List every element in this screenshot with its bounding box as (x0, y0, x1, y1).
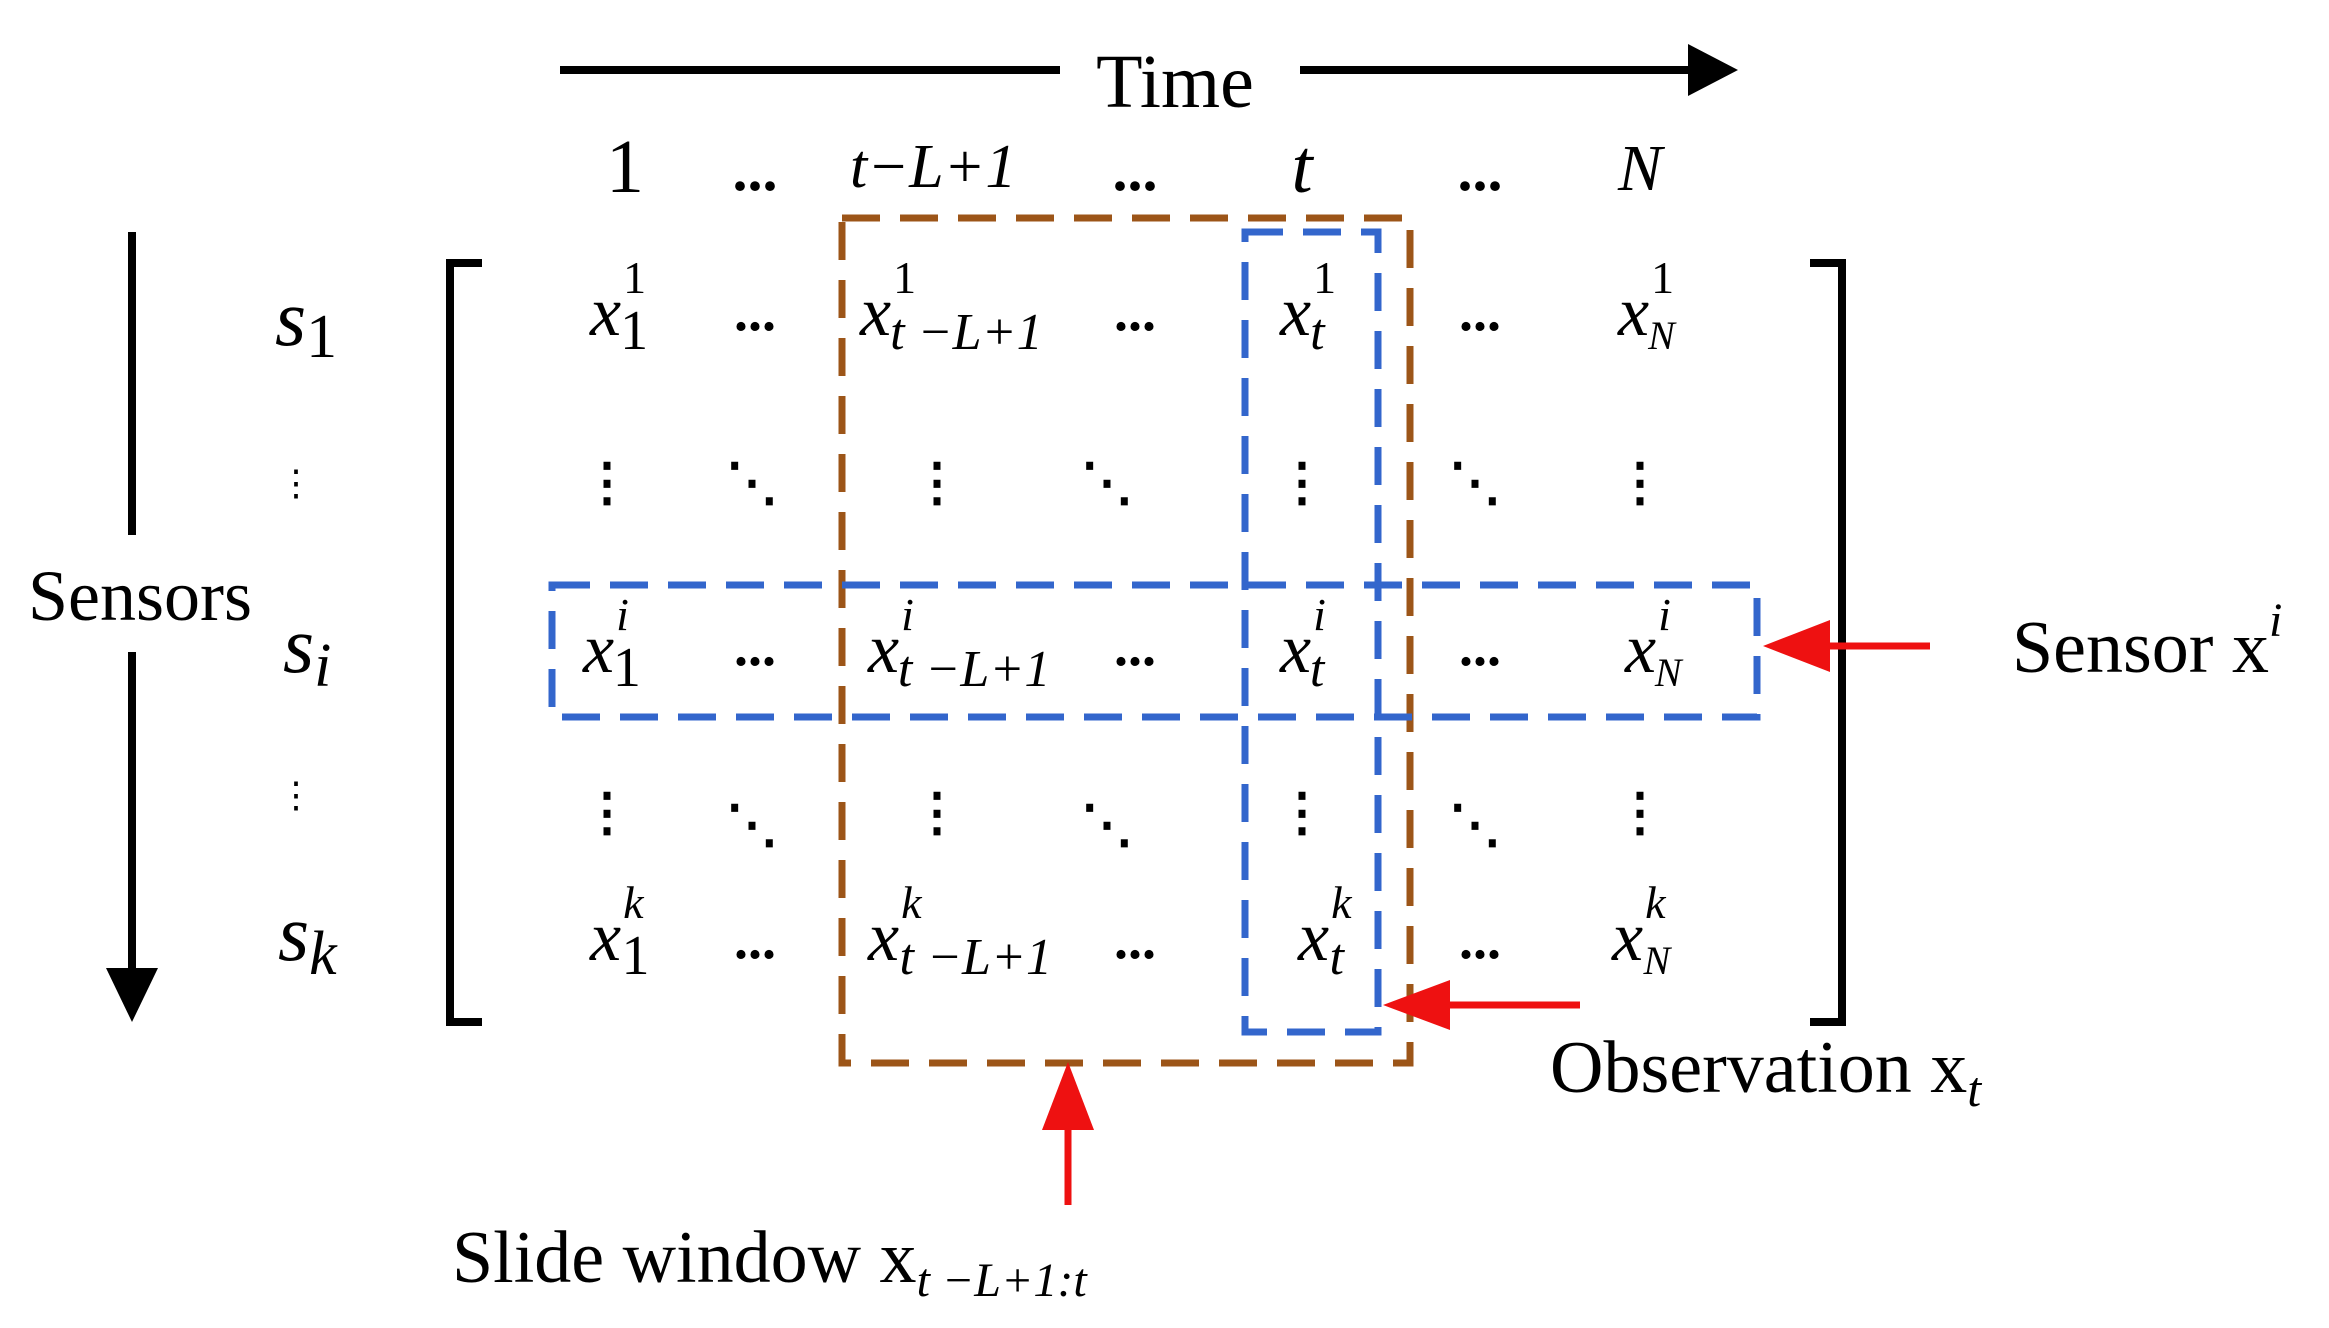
column-header-dots-3: ... (1458, 137, 1503, 203)
sensors-axis: Sensors (28, 232, 252, 1022)
cell-dots-3-2: ... (734, 616, 776, 678)
matrix-row-4: ⋮ ⋱ ⋮ ⋱ ⋮ ⋱ ⋮ (581, 785, 1666, 854)
ddots-4-6: ⋱ (1449, 797, 1501, 854)
row-label-vdots-2: ⋮ (278, 775, 314, 815)
slide-window-annotation: Slide window xt −L+1:t (452, 1217, 1088, 1307)
column-headers: 1 ... t−L+1 ... t ... N (606, 125, 1666, 209)
matrix-row-2: ⋮ ⋱ ⋮ ⋱ ⋮ ⋱ ⋮ (581, 455, 1666, 512)
column-header-window-start-t: t (850, 133, 869, 201)
ddots-4-4: ⋱ (1081, 797, 1133, 854)
cell-dots-1-4: ... (1114, 281, 1156, 343)
sensor-pointer-arrow (1763, 620, 1930, 672)
row-label-s1: s1 (275, 275, 337, 371)
matrix-left-bracket (446, 259, 482, 1026)
cell-dots-3-4: ... (1114, 616, 1156, 678)
cell-dots-3-6: ... (1459, 616, 1501, 678)
vdots-2-1: ⋮ (581, 455, 633, 512)
column-header-window-start-rest: −L+1 (867, 133, 1016, 201)
vdots-2-3: ⋮ (911, 455, 963, 512)
cell-dots-1-2: ... (734, 281, 776, 343)
vdots-4-5: ⋮ (1276, 785, 1328, 842)
vdots-4-1: ⋮ (581, 785, 633, 842)
time-axis-arrowhead (1688, 44, 1738, 96)
ddots-2-4: ⋱ (1081, 455, 1133, 512)
vdots-2-7: ⋮ (1614, 455, 1666, 512)
column-header-t: t (1291, 125, 1314, 209)
row-label-si: si (283, 602, 331, 700)
cell-dots-5-6: ... (1459, 909, 1501, 971)
cell-dots-5-2: ... (734, 909, 776, 971)
cell-dots-1-6: ... (1459, 281, 1501, 343)
sensors-axis-label: Sensors (28, 556, 252, 636)
ddots-4-2: ⋱ (726, 797, 778, 854)
row-labels: s1 ⋮ si ⋮ sk (275, 275, 338, 988)
observation-annotation: Observation xt (1550, 1027, 1982, 1117)
column-header-dots-2: ... (1113, 137, 1158, 203)
cell-dots-5-4: ... (1114, 909, 1156, 971)
row-label-vdots-1: ⋮ (278, 463, 314, 503)
slide-window-pointer-arrow (1042, 1062, 1094, 1205)
slide-window-box (838, 214, 1414, 1067)
column-header-dots-1: ... (733, 137, 778, 203)
vdots-2-5: ⋮ (1276, 455, 1328, 512)
vdots-4-7: ⋮ (1614, 785, 1666, 842)
time-axis: Time (560, 40, 1738, 124)
column-header-window-start: t−L+1 (850, 133, 1016, 201)
time-axis-label: Time (1096, 40, 1254, 124)
sensor-annotation: Sensor xi (2012, 594, 2282, 689)
column-header-n: N (1617, 132, 1666, 205)
observation-pointer-arrow (1383, 980, 1580, 1030)
column-header-1: 1 (606, 125, 644, 209)
ddots-2-6: ⋱ (1449, 455, 1501, 512)
row-label-sk: sk (278, 890, 338, 988)
observation-column-box (1241, 228, 1382, 1036)
ddots-2-2: ⋱ (726, 455, 778, 512)
sensor-row-box (548, 581, 1761, 721)
vdots-4-3: ⋮ (911, 785, 963, 842)
sensors-axis-arrowhead (106, 968, 158, 1022)
